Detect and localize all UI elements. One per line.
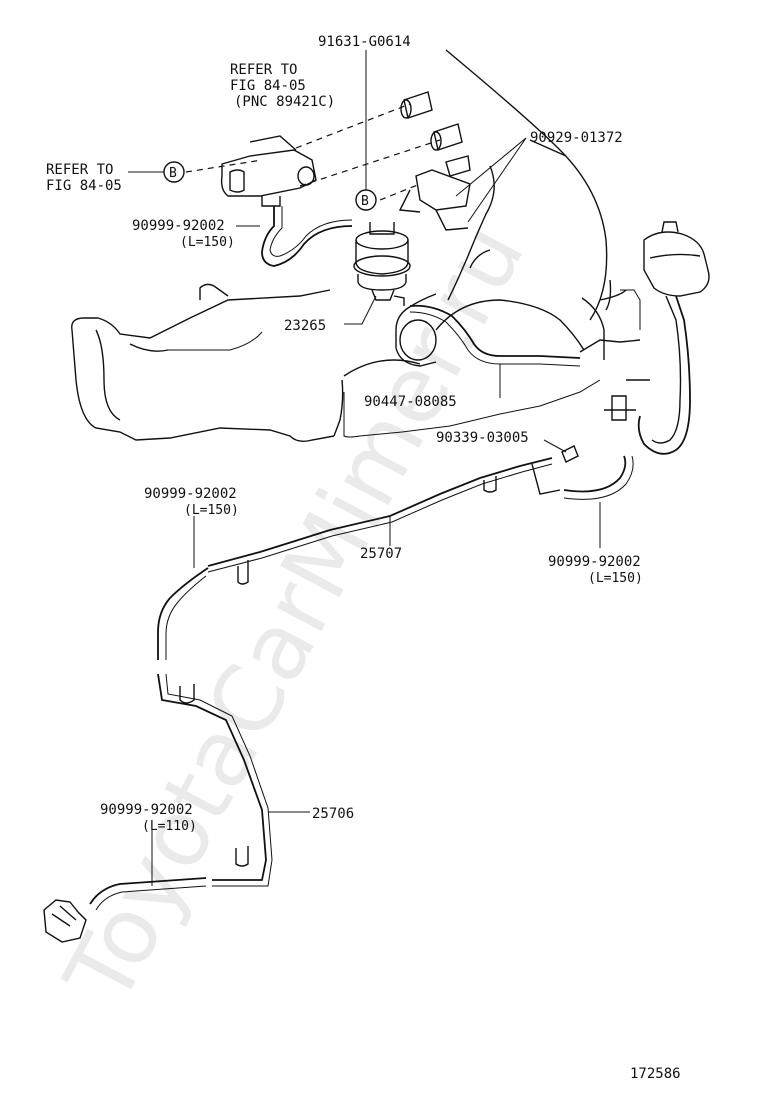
label-90339: 90339-03005 [436,430,529,446]
label-90929: 90929-01372 [530,130,623,146]
dash-leader-4 [379,183,421,201]
hose-center [409,304,581,359]
label-hose-mid-left-len: (L=150) [184,503,239,518]
dash-leader-1 [185,159,263,173]
label-hose-top-left: 90999-92002 [132,218,225,234]
svg-text:B: B [361,194,369,209]
label-25707: 25707 [360,546,402,562]
label-hose-bottom-left-len: (L=110) [142,819,197,834]
vacuum-modulator [604,221,710,455]
label-23265: 23265 [284,318,326,334]
hose-top-left [261,206,353,267]
label-hose-top-left-len: (L=150) [180,235,235,250]
label-hose-mid-right: 90999-92002 [548,554,641,570]
bushings [400,91,471,177]
label-hose-bottom-left: 90999-92002 [100,802,193,818]
bracket [398,169,471,231]
hose-bottom-left-inner [95,885,207,911]
svg-text:B: B [169,166,177,181]
label-refer-top-3: (PNC 89421C) [234,94,335,110]
engine-block [343,49,641,438]
label-refer-top-2: FIG 84-05 [230,78,306,94]
leader-90929 [455,137,527,197]
dash-leader-2 [295,103,411,149]
hose-bottom-left [89,877,207,905]
ref-circle-left: B [163,161,185,183]
label-refer-top-1: REFER TO [230,62,297,78]
vacuum-sensor [220,135,317,207]
hose-mid-left-inner [165,575,207,660]
hose-center-end [579,339,641,353]
ref-circle-center: B [355,189,377,211]
bottom-fitting [43,899,87,943]
small-hose-90339 [561,445,579,463]
pipe-25706 [157,673,273,887]
hose-center-inner [409,311,581,367]
label-hose-mid-right-len: (L=150) [588,571,643,586]
leader-90929-b [467,137,527,223]
pipe-25707 [207,457,561,585]
figure-number: 172586 [630,1066,681,1082]
hose-mid-right-inner [563,455,634,500]
label-25706: 25706 [312,806,354,822]
hose-mid-right [563,455,627,493]
label-refer-left-2: FIG 84-05 [46,178,122,194]
leader-23265 [344,295,377,325]
label-hose-mid-left: 90999-92002 [144,486,237,502]
leader-90339 [543,439,567,453]
label-91631: 91631-G0614 [318,34,411,50]
label-90447: 90447-08085 [364,394,457,410]
hose-mid-left [157,567,209,660]
vsv-valve [353,222,411,306]
intake-manifold [71,283,344,443]
dash-leader-3 [299,139,441,187]
label-refer-left-1: REFER TO [46,162,113,178]
hose-top-left-inner [269,206,353,257]
